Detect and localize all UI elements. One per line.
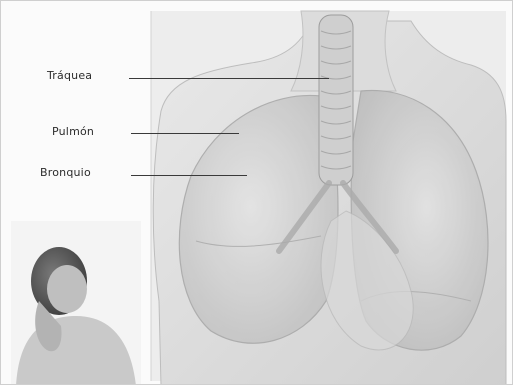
leader-lung — [131, 133, 239, 134]
trachea — [319, 15, 353, 185]
label-trachea: Tráquea — [47, 69, 92, 82]
leader-trachea — [129, 78, 329, 79]
inset-person — [11, 221, 141, 385]
label-lung: Pulmón — [52, 125, 94, 138]
leader-bronchus — [131, 175, 247, 176]
label-bronchus: Bronquio — [40, 166, 91, 179]
